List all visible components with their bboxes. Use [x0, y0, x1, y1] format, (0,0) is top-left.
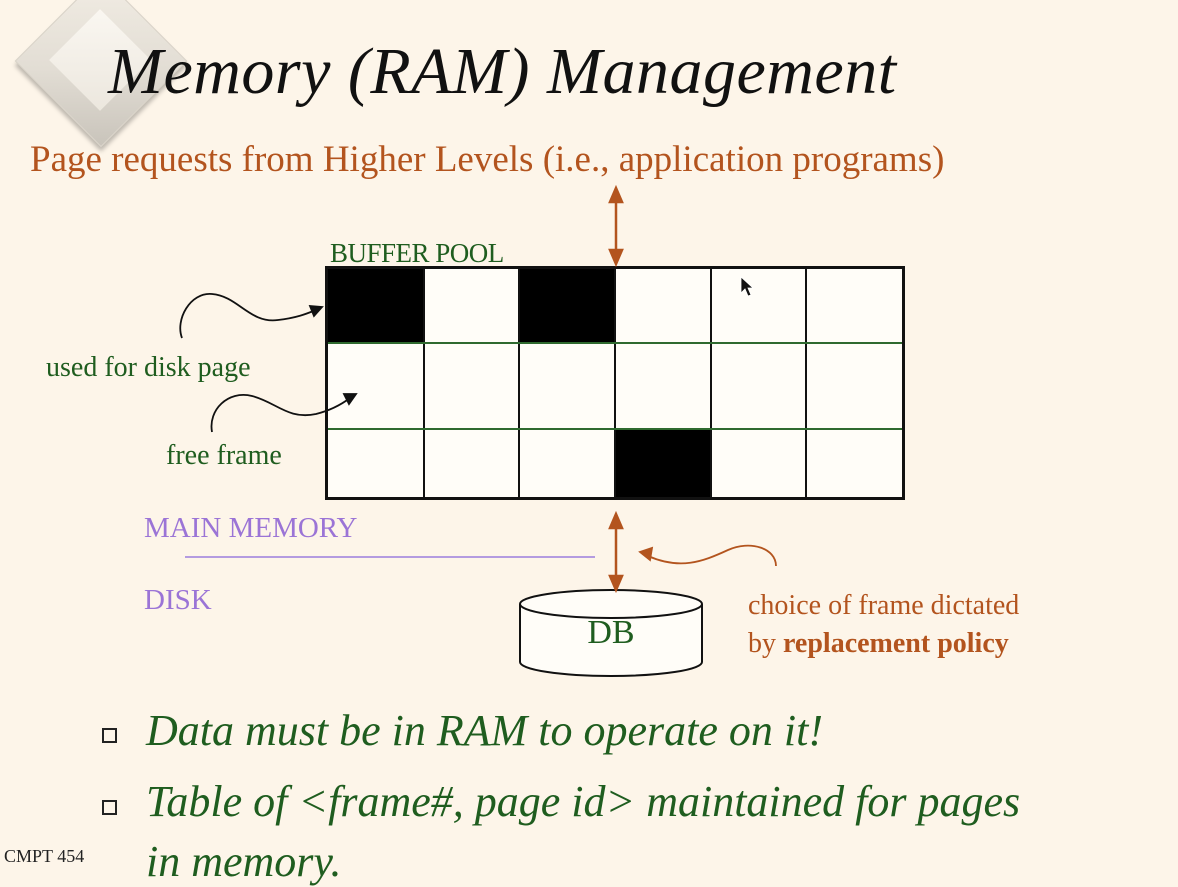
grid-row-divider — [328, 342, 902, 344]
buffer-pool-grid — [325, 266, 905, 500]
free-frame-label: free frame — [166, 440, 282, 471]
replacement-policy-emphasis: replacement policy — [783, 628, 1009, 659]
replacement-policy-note-line1: choice of frame dictated — [748, 590, 1020, 621]
used-for-disk-page-label: used for disk page — [46, 352, 251, 383]
db-label: DB — [587, 614, 635, 651]
grid-column-divider — [805, 269, 808, 497]
cursor-pointer-icon — [740, 276, 755, 297]
bullet-box-1 — [102, 728, 117, 743]
grid-column-divider — [614, 269, 616, 497]
grid-column-divider — [709, 269, 712, 497]
replacement-policy-note-line2: by replacement policy — [748, 628, 1009, 660]
used-frame-cell — [615, 429, 711, 497]
bullet-data-in-ram: Data must be in RAM to operate on it! — [146, 706, 824, 755]
used-frame-cell — [519, 269, 615, 343]
bullet-frame-table: Table of <frame#, page id> maintained fo… — [146, 777, 1021, 826]
grid-row-divider — [328, 428, 902, 430]
page-requests-label: Page requests from Higher Levels (i.e., … — [30, 139, 945, 180]
free-frame-arrow — [210, 393, 358, 433]
grid-column-divider — [518, 269, 521, 497]
buffer-pool-label: BUFFER POOL — [330, 238, 504, 268]
slide-title: Memory (RAM) Management — [108, 35, 897, 108]
request-double-arrow — [608, 184, 624, 268]
bullet-frame-table-cont: in memory. — [146, 837, 342, 886]
course-label: CMPT 454 — [4, 846, 85, 866]
used-frame-arrow — [179, 293, 324, 339]
replacement-policy-arrow — [638, 544, 777, 567]
disk-double-arrow — [608, 510, 624, 594]
main-memory-label: MAIN MEMORY — [144, 512, 358, 544]
db-cylinder — [519, 589, 703, 677]
bullet-box-2 — [102, 800, 117, 815]
used-frame-cell — [328, 269, 424, 343]
grid-column-divider — [422, 269, 425, 497]
disk-label: DISK — [144, 584, 212, 616]
replacement-policy-prefix: by — [748, 628, 783, 659]
memory-disk-divider — [185, 556, 595, 558]
